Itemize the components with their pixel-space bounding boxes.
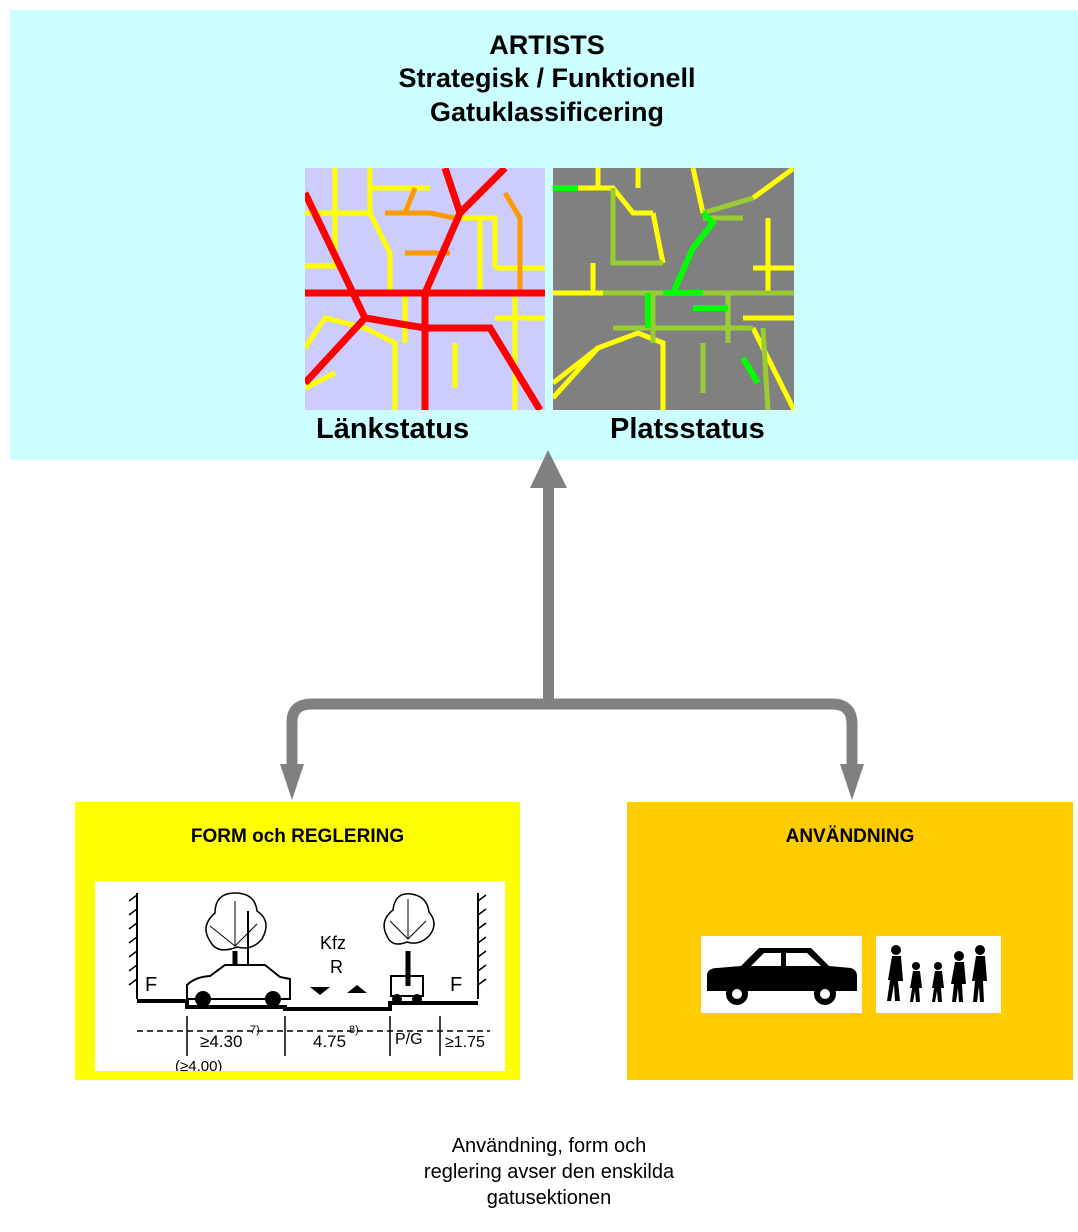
link-status-map [305, 168, 545, 410]
caption: Användning, form och reglering avser den… [339, 1133, 759, 1211]
tree-crown-left [205, 892, 267, 951]
high-status-streets [553, 185, 761, 385]
sketch-dim-1: ≥4.30 [200, 1032, 242, 1051]
street-cross-section-sketch: F F Kfz R ≥4.30 7) 4.75 8) P/G ≥1.75 (≥4… [95, 881, 505, 1071]
usage-title: ANVÄNDNING [785, 826, 915, 847]
sketch-dim-2: 4.75 [313, 1032, 346, 1051]
form-regulation-box: FORM och REGLERING [75, 802, 520, 1080]
link-status-label: Länkstatus [316, 413, 470, 445]
sketch-label-f-right: F [450, 974, 462, 996]
diagram-subtitle-2: Gatuklassificering [429, 97, 665, 127]
car-icon [701, 936, 862, 1013]
form-regulation-title: FORM och REGLERING [190, 826, 405, 847]
diagram-subtitle: Strategisk / Funktionell [398, 63, 696, 93]
tree-crown-right [383, 893, 435, 945]
sketch-dim-3: P/G [395, 1031, 423, 1048]
branch-connector [286, 698, 858, 780]
left-arrow-head [280, 764, 304, 800]
diagram-title: ARTISTS [489, 30, 605, 60]
minor-roads [305, 168, 545, 410]
sketch-dim-4: ≥1.75 [445, 1034, 485, 1051]
sketch-label-r: R [330, 957, 343, 977]
sketch-label-kfz: Kfz [320, 933, 346, 953]
low-status-streets [553, 168, 794, 410]
car-sketch [186, 964, 291, 1007]
sketch-dim-bottom: (≥4.00) [175, 1058, 222, 1071]
primary-roads [305, 168, 545, 410]
place-status-map [553, 168, 794, 410]
place-status-label: Platsstatus [610, 413, 765, 445]
sketch-label-f-left: F [145, 974, 157, 996]
right-arrow-head [840, 764, 864, 800]
usage-box: ANVÄNDNING [627, 802, 1073, 1080]
caption-line-1: Användning, form och [451, 1135, 647, 1157]
up-arrow-shaft [543, 484, 554, 704]
pedestrians-icon [876, 936, 1001, 1013]
up-arrow-head [530, 450, 567, 488]
caption-line-3: gatusektionen [486, 1187, 612, 1209]
caption-line-2: reglering avser den enskilda [423, 1161, 675, 1183]
sketch-dim-1-note: 7) [250, 1024, 260, 1036]
sketch-dim-2-note: 8) [349, 1024, 359, 1036]
